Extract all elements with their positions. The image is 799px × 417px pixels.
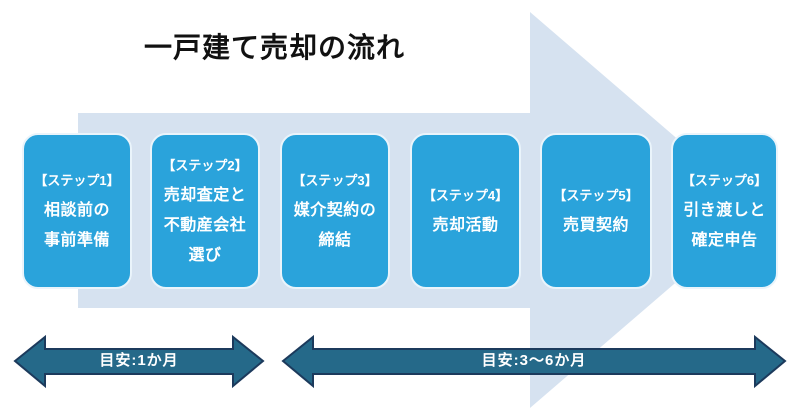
timeline-arrow-2-shape bbox=[281, 334, 787, 389]
step-2-name-line: 不動産会社 bbox=[163, 217, 247, 234]
step-3-name-line: 締結 bbox=[318, 232, 352, 249]
page-title: 一戸建て売却の流れ bbox=[144, 32, 406, 63]
step-6-name-line: 確定申告 bbox=[691, 232, 758, 249]
step-box-2: 【ステップ2】 売却査定と 不動産会社 選び bbox=[150, 133, 260, 289]
step-1-label: 【ステップ1】 bbox=[34, 173, 120, 188]
step-5-name-line: 売買契約 bbox=[562, 217, 629, 234]
step-3-label: 【ステップ3】 bbox=[292, 173, 378, 188]
step-6-name-line: 引き渡しと bbox=[683, 202, 766, 219]
step-5-label: 【ステップ5】 bbox=[553, 188, 639, 203]
step-1-name-line: 相談前の bbox=[43, 202, 110, 219]
step-2-label: 【ステップ2】 bbox=[162, 158, 248, 173]
timeline-label-2: 目安:3〜6か月 bbox=[481, 352, 587, 369]
step-2-name-line: 選び bbox=[188, 247, 222, 264]
step-box-6: 【ステップ6】 引き渡しと 確定申告 bbox=[671, 133, 778, 289]
step-box-5: 【ステップ5】 売買契約 bbox=[540, 133, 652, 289]
timeline-label-1: 目安:1か月 bbox=[99, 352, 179, 369]
step-4-label: 【ステップ4】 bbox=[422, 188, 509, 203]
step-3-name-line: 媒介契約の bbox=[293, 202, 377, 219]
step-2-name-line: 売却査定と bbox=[163, 187, 247, 204]
step-1-name-line: 事前準備 bbox=[43, 232, 110, 249]
step-box-4: 【ステップ4】 売却活動 bbox=[410, 133, 521, 289]
step-6-label: 【ステップ6】 bbox=[681, 173, 768, 188]
step-box-1: 【ステップ1】 相談前の 事前準備 bbox=[22, 133, 132, 289]
step-4-name-line: 売却活動 bbox=[432, 217, 499, 234]
step-box-3: 【ステップ3】 媒介契約の 締結 bbox=[280, 133, 390, 289]
timeline-arrow-1-shape bbox=[13, 334, 265, 389]
